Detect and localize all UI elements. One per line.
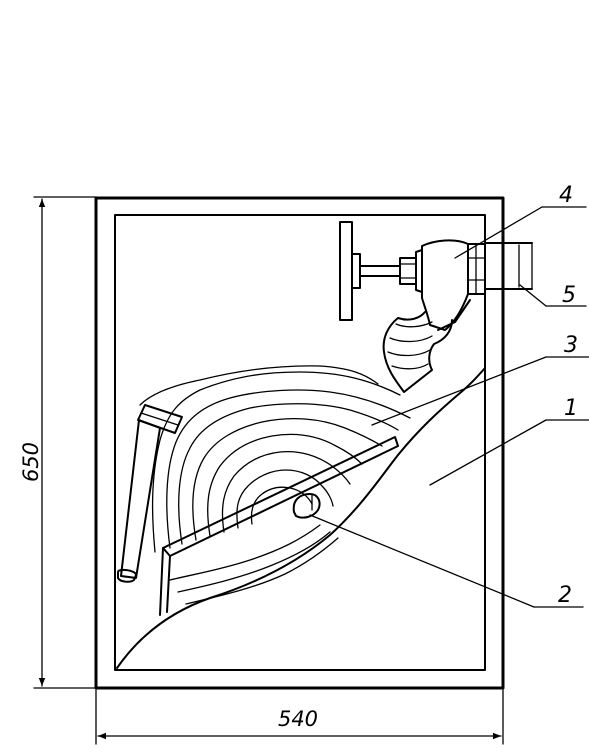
callout-3: 3	[564, 333, 578, 358]
height-dimension: 650	[19, 196, 97, 689]
hose-core	[292, 493, 321, 519]
leader-2	[309, 514, 535, 608]
cabinet-inner-frame	[114, 214, 486, 671]
valve-body	[421, 239, 469, 331]
cabinet-outer-frame	[94, 196, 505, 690]
callout-4: 4	[559, 183, 573, 208]
valve-gland-nut	[399, 257, 417, 285]
width-dimension: 540	[95, 689, 504, 745]
height-label: 650	[19, 442, 43, 482]
nozzle-barrel	[120, 419, 161, 579]
leader-3	[371, 356, 547, 426]
nozzle-coupling	[137, 404, 183, 434]
hose-roll	[139, 365, 411, 605]
width-label: 540	[278, 707, 318, 731]
leader-1	[429, 419, 547, 486]
leader-4	[454, 206, 543, 259]
callout-2: 2	[558, 583, 572, 608]
cabinet-cutaway-edge	[116, 367, 486, 669]
supply-pipe	[484, 242, 533, 290]
valve	[339, 221, 486, 331]
callout-1: 1	[564, 396, 578, 421]
valve-handwheel	[339, 221, 353, 321]
leader-lines	[309, 206, 589, 608]
hose-holder-rail	[159, 436, 399, 616]
hose-nozzle	[117, 404, 183, 583]
leader-5	[519, 284, 547, 307]
hose-coupling	[382, 311, 453, 393]
callout-5: 5	[562, 283, 576, 308]
